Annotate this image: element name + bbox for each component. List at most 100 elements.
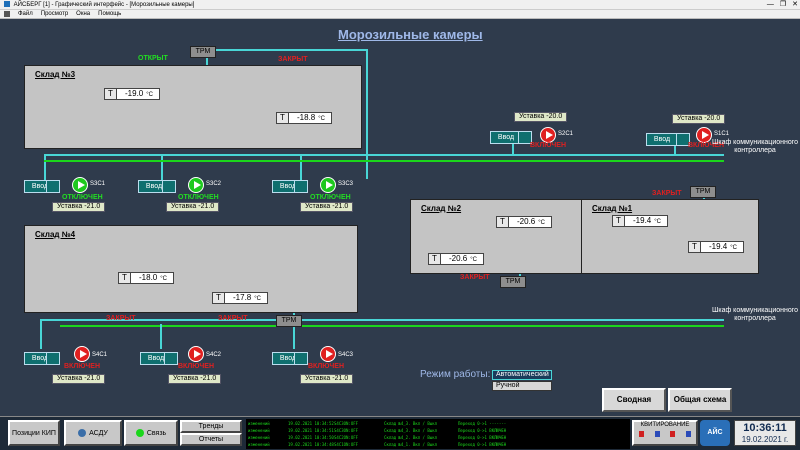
trends-button[interactable]: Тренды xyxy=(180,420,242,433)
warehouse-3-panel[interactable]: Склад №3 xyxy=(24,65,362,149)
unit: °C xyxy=(254,296,261,302)
setpoint-s3c1[interactable]: Уставка -21.0 xyxy=(52,202,106,212)
setpoint-s2c1[interactable]: Уставка -20.0 xyxy=(514,112,568,122)
temp-sensor-w3-1[interactable]: T -19.0 °C xyxy=(104,88,160,100)
setpoint-s3c3[interactable]: Уставка -21.0 xyxy=(300,202,354,212)
scheme-canvas: Морозильные камеры Склад №3 T -19.0 °C T… xyxy=(0,19,800,416)
trm-w4[interactable]: ТРМ xyxy=(276,315,302,327)
app-icon xyxy=(4,1,10,8)
pipe xyxy=(44,154,46,186)
fan-s1c1-icon[interactable] xyxy=(696,127,712,143)
pipe xyxy=(206,49,366,51)
warehouse-4-panel[interactable]: Склад №4 xyxy=(24,225,358,313)
temp-value: -19.4 xyxy=(633,216,652,225)
valve-state-w4-b: ЗАКРЫТ xyxy=(218,315,248,322)
fan-state-s4c2: ВКЛЮЧЕН xyxy=(178,363,215,370)
valve-s3c3[interactable] xyxy=(294,180,308,193)
positions-button[interactable]: Позиции КИП xyxy=(8,420,60,446)
setpoint-s3c2[interactable]: Уставка -21.0 xyxy=(166,202,220,212)
temp-value: -19.0 xyxy=(125,89,144,98)
sensor-symbol: T xyxy=(105,89,117,99)
alarm-red-icon xyxy=(639,431,645,437)
unit: °C xyxy=(470,257,477,263)
mode-auto-option[interactable]: Автоматический xyxy=(492,370,552,380)
link-button[interactable]: Связь xyxy=(124,420,178,446)
temp-sensor-w4-1[interactable]: T -18.0 °C xyxy=(118,272,174,284)
warehouse-4-title: Склад №4 xyxy=(35,230,76,239)
menu-view[interactable]: Просмотр xyxy=(40,11,69,17)
fan-s2c1-icon[interactable] xyxy=(540,127,556,143)
valve-s3c2[interactable] xyxy=(162,180,176,193)
temp-value: -17.8 xyxy=(233,293,252,302)
temp-sensor-w1-2[interactable]: T -19.4 °C xyxy=(688,241,744,253)
close-icon[interactable]: ✕ xyxy=(792,1,798,8)
unit: °C xyxy=(160,276,167,282)
acknowledge-button[interactable]: КВИТИРОВАНИЕ xyxy=(632,420,698,446)
asdu-label: АСДУ xyxy=(89,429,108,437)
setpoint-s4c2[interactable]: Уставка -21.0 xyxy=(168,374,222,384)
menu-windows[interactable]: Окна xyxy=(76,11,91,17)
maximize-icon[interactable]: ❐ xyxy=(779,1,787,8)
cabinet-label-bottom: Шкаф коммуникационного контроллера xyxy=(711,307,799,322)
setpoint-s4c3[interactable]: Уставка -21.0 xyxy=(300,374,354,384)
reports-button[interactable]: Отчеты xyxy=(180,433,242,446)
valve-s4c1[interactable] xyxy=(46,352,60,365)
temp-sensor-w2-1[interactable]: T -20.6 °C xyxy=(496,216,552,228)
trm-w3[interactable]: ТРМ xyxy=(190,46,216,58)
fan-state-s2c1: ВКЛЮЧЕН xyxy=(530,142,567,149)
fan-s3c2-icon[interactable] xyxy=(188,177,204,193)
minimize-icon[interactable]: — xyxy=(766,1,774,8)
fan-s4c2-icon[interactable] xyxy=(188,346,204,362)
input-button-s1c1[interactable]: Ввод xyxy=(646,133,678,146)
menu-file[interactable]: Файл xyxy=(18,11,33,17)
fan-s4c1-icon[interactable] xyxy=(74,346,90,362)
warehouse-1-title: Склад №1 xyxy=(592,204,633,213)
asdu-icon xyxy=(78,429,87,437)
fan-label-s3c3: S3C3 xyxy=(338,181,354,187)
setpoint-s4c1[interactable]: Уставка -21.0 xyxy=(52,374,106,384)
fan-s3c3-icon[interactable] xyxy=(320,177,336,193)
sensor-symbol: T xyxy=(497,217,509,227)
valve-s4c3[interactable] xyxy=(294,352,308,365)
clock-time: 10:36:11 xyxy=(743,422,787,434)
menu-bar: Файл Просмотр Окна Помощь xyxy=(0,10,800,19)
trm-w1[interactable]: ТРМ xyxy=(690,186,716,198)
fan-s4c3-icon[interactable] xyxy=(320,346,336,362)
valve-s4c2[interactable] xyxy=(164,352,178,365)
fan-label-s4c2: S4C2 xyxy=(206,352,222,358)
sensor-symbol: T xyxy=(213,293,225,303)
temp-sensor-w1-1[interactable]: T -19.4 °C xyxy=(612,215,668,227)
trm-w2[interactable]: ТРМ xyxy=(500,276,526,288)
mode-manual-option[interactable]: Ручной xyxy=(492,381,552,391)
pipe xyxy=(40,319,42,349)
pipe xyxy=(366,49,368,179)
temp-sensor-w4-2[interactable]: T -17.8 °C xyxy=(212,292,268,304)
unit: °C xyxy=(146,92,153,98)
general-scheme-button[interactable]: Общая схема xyxy=(668,388,732,412)
asdu-button[interactable]: АСДУ xyxy=(64,420,122,446)
temp-sensor-w2-2[interactable]: T -20.6 °C xyxy=(428,253,484,265)
warehouse-3-title: Склад №3 xyxy=(35,70,76,79)
setpoint-s1c1[interactable]: Уставка -20.0 xyxy=(672,114,726,124)
sensor-symbol: T xyxy=(277,113,289,123)
valve-s3c1[interactable] xyxy=(46,180,60,193)
summary-button[interactable]: Сводная xyxy=(602,388,666,412)
temp-value: -19.4 xyxy=(709,242,728,251)
warehouse-1-panel[interactable]: Склад №1 xyxy=(581,199,759,274)
sensor-symbol: T xyxy=(689,242,701,252)
fan-state-s1c1: ВКЛЮЧЕН xyxy=(688,142,725,149)
app-logo: АЙС xyxy=(700,420,730,446)
temp-value: -20.6 xyxy=(517,217,536,226)
temp-sensor-w3-2[interactable]: T -18.8 °C xyxy=(276,112,332,124)
valve-s2c1[interactable] xyxy=(518,131,532,144)
clock: 10:36:11 19.02.2021 г. xyxy=(734,420,796,446)
fan-state-s3c1: ОТКЛЮЧЕН xyxy=(62,194,103,201)
fan-s3c1-icon[interactable] xyxy=(72,177,88,193)
menu-help[interactable]: Помощь xyxy=(98,11,122,17)
valve-s1c1[interactable] xyxy=(676,133,690,146)
